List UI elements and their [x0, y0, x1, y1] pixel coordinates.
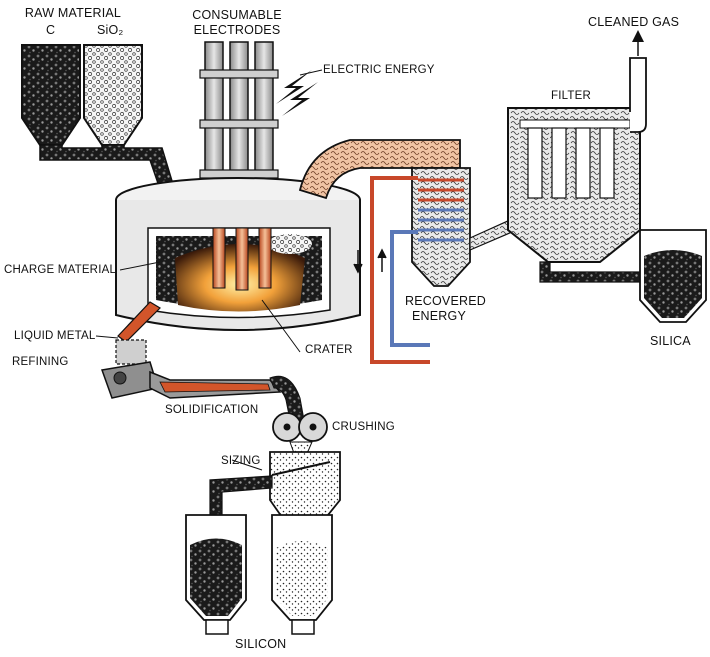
- consumable-electrodes-label-line2: ELECTRODES: [193, 23, 281, 37]
- sizing-label: SIZING: [221, 455, 261, 467]
- solidification-label: SOLIDIFICATION: [165, 404, 259, 416]
- consumable-electrodes-label-line1: CONSUMABLE: [192, 8, 282, 22]
- electric-energy-bolt-icon: [276, 70, 318, 116]
- recovered-energy-label-line1: RECOVERED: [405, 294, 486, 308]
- charge-material-label: CHARGE MATERIAL: [4, 264, 117, 276]
- furnace: [115, 177, 361, 343]
- cleaned-gas-stack: [629, 30, 647, 133]
- crater-label: CRATER: [305, 344, 353, 356]
- silica-raw-label: SiO₂: [97, 23, 124, 37]
- liquid-metal-label: LIQUID METAL: [14, 330, 96, 342]
- silica-hopper-output: [639, 229, 707, 323]
- raw-material-label: RAW MATERIAL: [24, 6, 122, 20]
- refining-ladle: [100, 339, 159, 399]
- cleaned-gas-label: CLEANED GAS: [588, 15, 680, 29]
- carbon-hopper: [21, 44, 81, 146]
- recovered-energy-pipes: [370, 176, 430, 364]
- flow-arrow-icon: [353, 248, 387, 274]
- silicon-bins: [185, 514, 333, 635]
- carbon-label: C: [46, 23, 56, 37]
- filter-unit: [507, 107, 655, 283]
- up-arrow-icon: [632, 30, 644, 42]
- electric-energy-label: ELECTRIC ENERGY: [323, 64, 435, 76]
- silicon-label: SILICON: [235, 637, 287, 651]
- exchanger-to-filter-duct: [469, 219, 513, 251]
- crushing-label: CRUSHING: [332, 421, 395, 433]
- filter-label: FILTER: [551, 90, 591, 102]
- recovered-energy-label-line2: ENERGY: [412, 309, 466, 323]
- off-gas-duct: [298, 139, 461, 200]
- heat-exchanger: [411, 167, 471, 287]
- refining-label: REFINING: [12, 356, 69, 368]
- consumable-electrodes: [199, 41, 279, 193]
- solidification-channel: [149, 370, 305, 421]
- silica-hopper: [83, 44, 143, 146]
- silica-label: SILICA: [650, 334, 691, 348]
- leader-lines: [95, 69, 323, 471]
